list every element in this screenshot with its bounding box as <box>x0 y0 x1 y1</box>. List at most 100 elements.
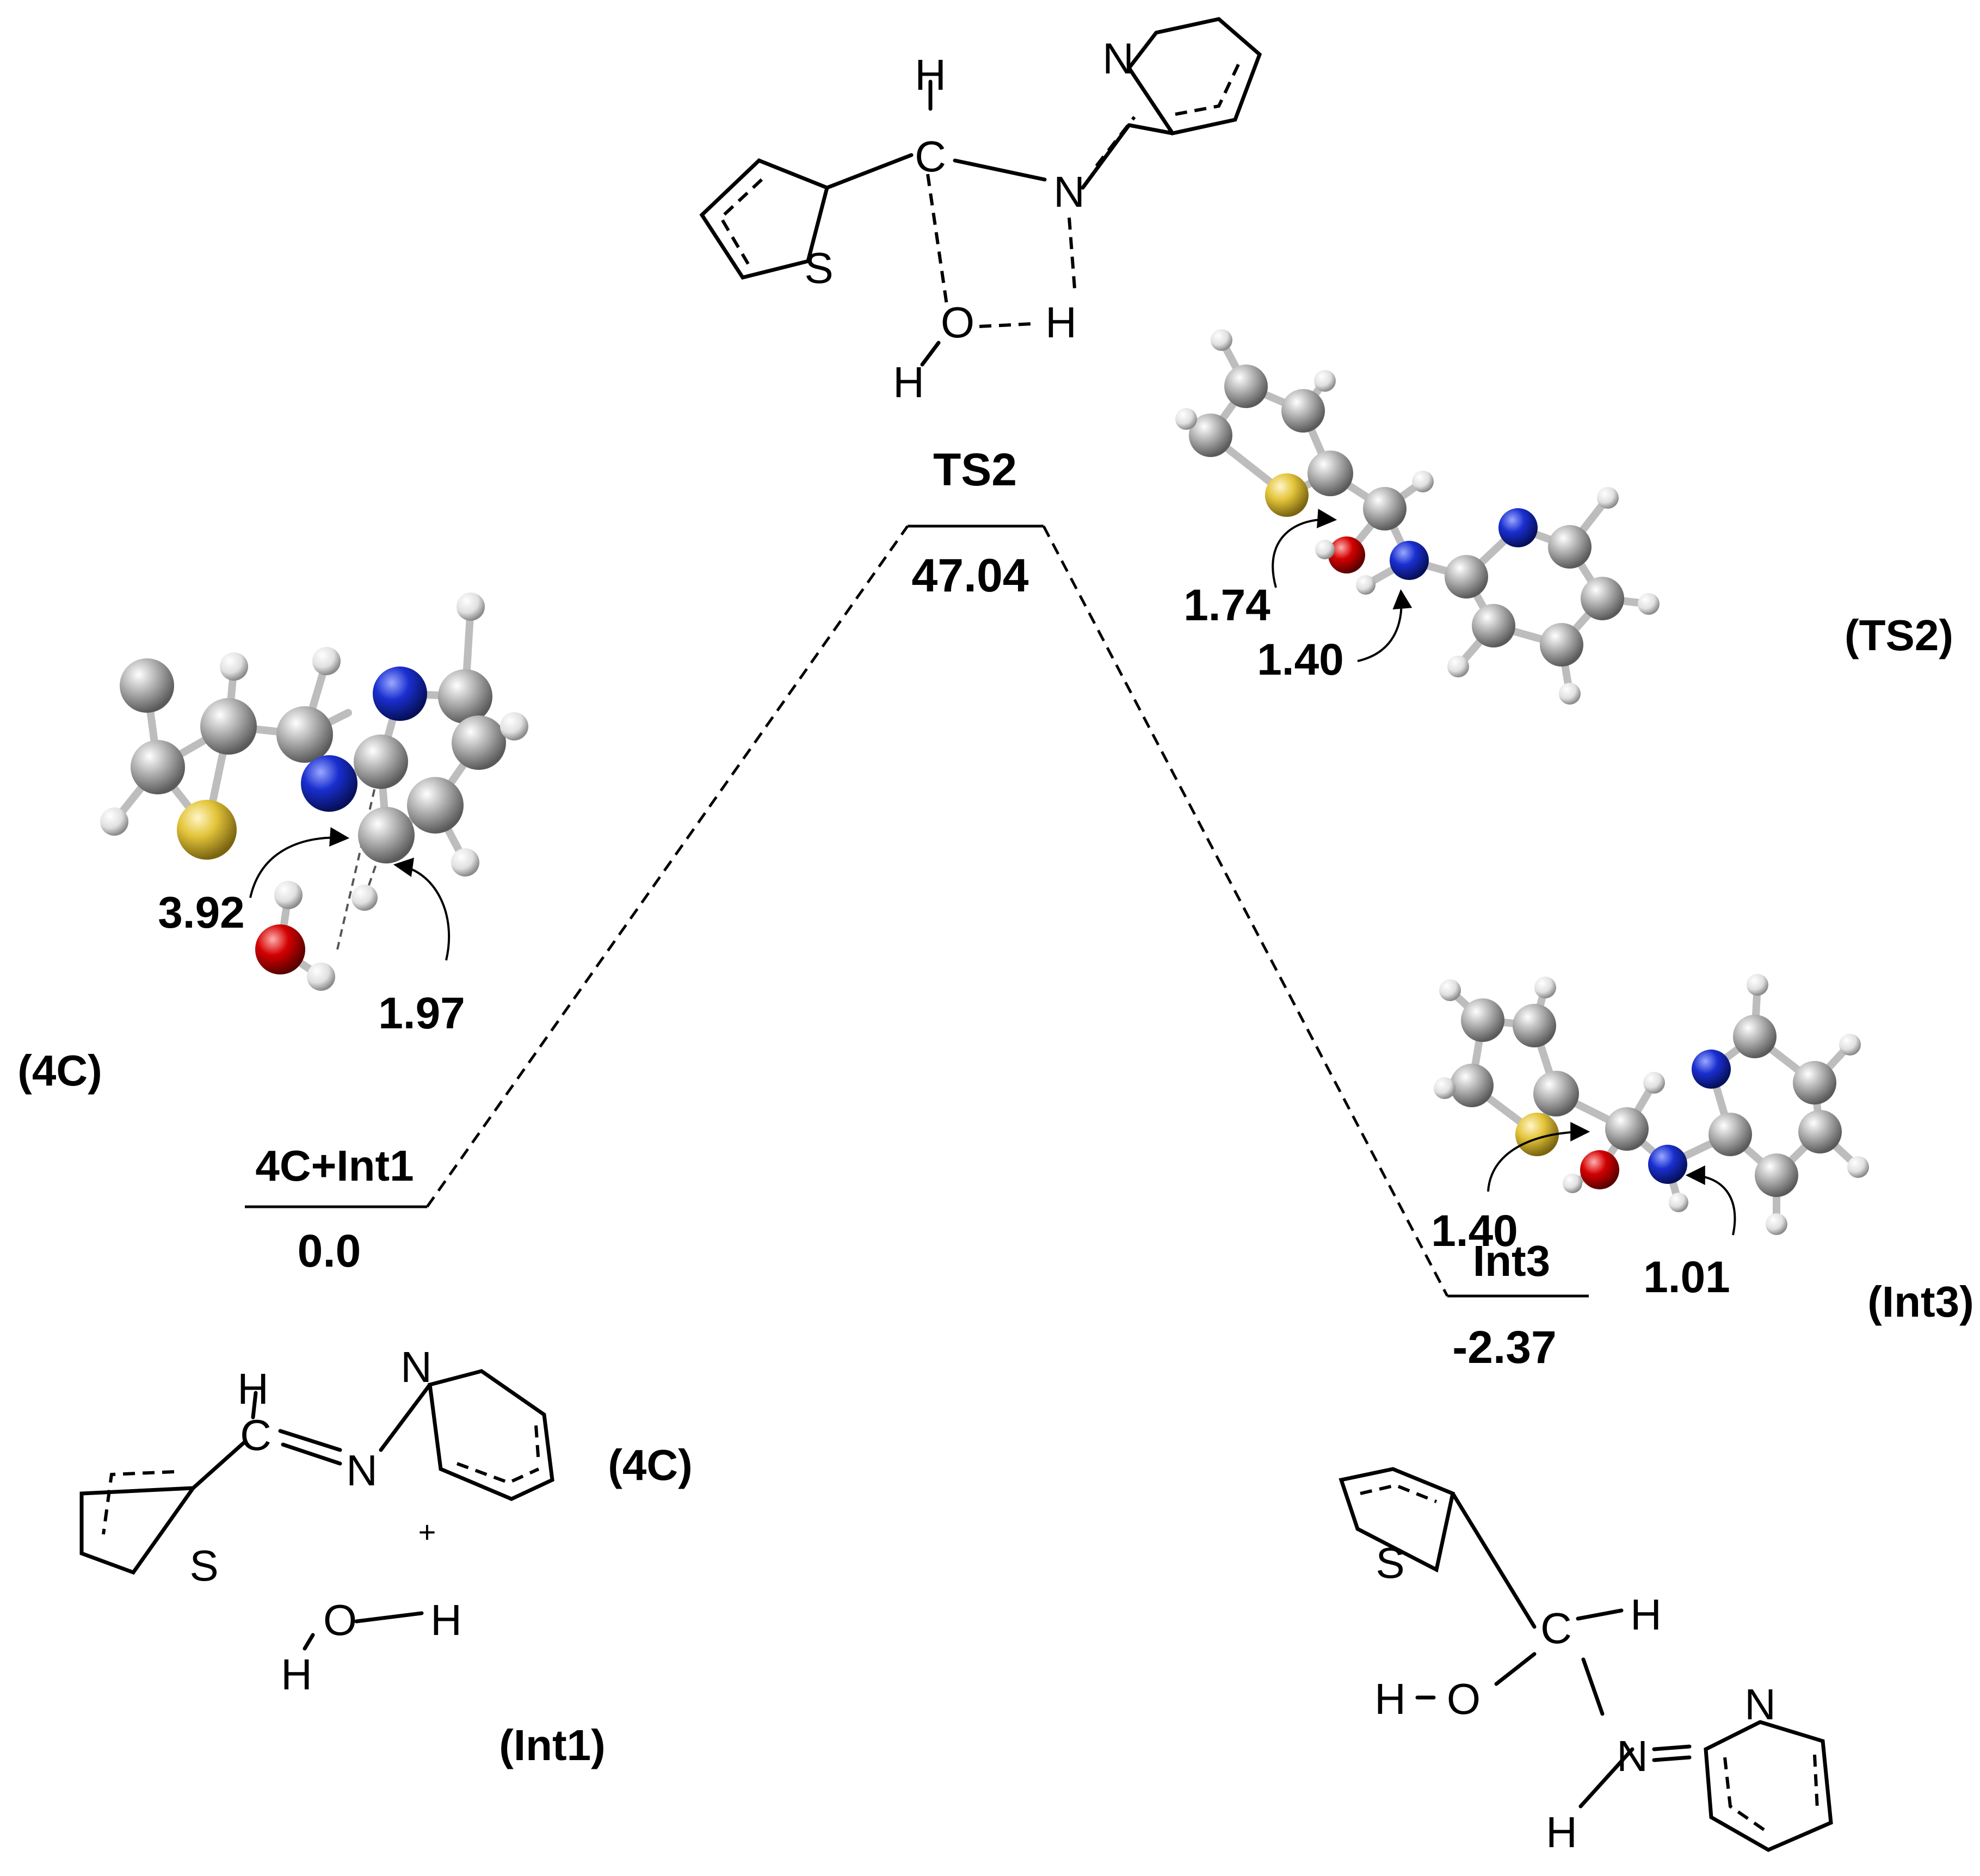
carbon-atom <box>1307 451 1353 496</box>
model-4c: 3.92 1.97 (4C) <box>17 593 528 1095</box>
hydrogen-atom <box>457 593 485 621</box>
carbon-atom <box>354 735 408 789</box>
structure-label: (Int1) <box>499 1721 606 1769</box>
carbon-atom <box>276 706 333 763</box>
atom-label: C <box>240 1411 272 1459</box>
atom-label: H <box>893 358 924 406</box>
hydrogen-atom <box>1175 408 1197 430</box>
structure-label: (4C) <box>608 1441 693 1489</box>
carbon-atom <box>120 658 174 713</box>
carbon-atom <box>1793 1061 1836 1104</box>
nitrogen-atom <box>1692 1050 1731 1089</box>
carbon-atom <box>1472 604 1515 647</box>
hydrogen-atom <box>1839 1034 1861 1056</box>
carbon-atom <box>1363 487 1407 530</box>
hydrogen-atom <box>500 712 528 740</box>
hydrogen-atom <box>312 647 341 675</box>
sulfur-atom <box>1265 473 1309 517</box>
carbon-atom <box>1581 577 1624 620</box>
hydrogen-atom <box>1447 656 1469 677</box>
carbon-atom <box>1708 1113 1752 1156</box>
connector-ts2-int3 <box>1042 525 1449 1297</box>
carbon-atom <box>1513 1004 1556 1047</box>
level-label-reactant: 4C+Int1 <box>255 1141 414 1190</box>
structure-label: (Int3) <box>1867 1278 1974 1326</box>
hydrogen-atom <box>220 652 248 681</box>
hydrogen-atom <box>1314 370 1336 392</box>
hydrogen-atom <box>1563 1174 1582 1193</box>
carbon-atom <box>407 777 464 834</box>
carbon-atom <box>1450 1064 1494 1107</box>
atom-label: S <box>189 1541 218 1590</box>
level-label-ts2: TS2 <box>933 444 1017 495</box>
carbon-atom <box>1533 1071 1579 1116</box>
carbon-atom <box>1733 1015 1777 1058</box>
atom-label: N <box>1102 34 1134 83</box>
carbon-atom <box>438 669 492 724</box>
hydrogen-atom <box>1559 683 1581 705</box>
hydrogen-atom <box>1434 1077 1455 1099</box>
hydrogen-atom <box>1439 979 1461 1001</box>
carbon-atom <box>1189 414 1232 457</box>
atom-label: N <box>346 1446 378 1495</box>
atom-label: + <box>418 1515 436 1549</box>
atom-label: C <box>1540 1604 1572 1652</box>
hydrogen-atom <box>307 962 335 991</box>
atom-label: H <box>1630 1590 1662 1639</box>
carbon-atom <box>358 807 415 863</box>
hydrogen-atom <box>274 881 303 909</box>
hydrogen-atom <box>1747 974 1768 996</box>
hydrogen-atom <box>451 848 479 877</box>
oxygen-atom <box>1328 536 1365 573</box>
hydrogen-atom <box>1356 575 1375 595</box>
hydrogen-atom <box>1597 487 1619 509</box>
atom-label: H <box>281 1650 312 1699</box>
carbon-atom <box>1548 525 1592 569</box>
nitrogen-atom <box>1498 508 1538 547</box>
structure-label: (4C) <box>17 1046 102 1095</box>
carbon-atom <box>1281 389 1325 433</box>
distance-label: 1.40 <box>1431 1206 1518 1256</box>
atom-label: H <box>915 51 946 99</box>
distance-label: 1.40 <box>1257 635 1344 684</box>
carbon-atom <box>1445 555 1488 598</box>
scheme-int3: S C H H O N H N <box>1338 1467 1833 1856</box>
hydrogen-atom <box>1534 977 1556 998</box>
distance-label: 3.92 <box>158 888 245 937</box>
hydrogen-atom <box>1669 1193 1688 1212</box>
atom-label: N <box>1744 1680 1776 1729</box>
hydrogen-atom <box>1643 1072 1665 1094</box>
energy-value-int3: -2.37 <box>1452 1322 1556 1373</box>
carbon-atom <box>1605 1107 1649 1151</box>
atom-label: O <box>323 1596 357 1644</box>
nitrogen-atom <box>301 755 357 812</box>
hydrogen-atom <box>1766 1213 1787 1235</box>
carbon-atom <box>1461 998 1504 1042</box>
model-int3: 1.40 1.01 (Int3) <box>1431 974 1974 1326</box>
oxygen-atom <box>1580 1150 1619 1189</box>
atom-label: H <box>1045 298 1077 347</box>
oxygen-atom <box>255 924 305 974</box>
sulfur-atom <box>1515 1113 1559 1156</box>
atom-label: O <box>1447 1675 1481 1723</box>
atom-label: O <box>941 298 974 347</box>
hydrogen-atom <box>1211 329 1232 351</box>
sulfur-atom <box>177 800 237 860</box>
carbon-atom <box>1755 1153 1798 1197</box>
distance-label: 1.74 <box>1183 581 1270 630</box>
carbon-atom <box>1540 623 1583 667</box>
atom-label: H <box>237 1365 269 1413</box>
model-4c-atoms <box>100 593 528 991</box>
nitrogen-atom <box>1648 1145 1687 1184</box>
atom-label: C <box>915 132 946 181</box>
nitrogen-atom <box>373 667 427 721</box>
carbon-atom <box>452 715 506 770</box>
distance-label: 1.97 <box>378 989 465 1038</box>
hydrogen-atom <box>1847 1156 1869 1178</box>
atom-label: S <box>804 244 833 292</box>
structure-label: (TS2) <box>1845 611 1953 659</box>
atom-label: H <box>1546 1808 1577 1856</box>
carbon-atom <box>131 740 185 794</box>
distance-label: 1.01 <box>1643 1252 1730 1302</box>
energy-value-ts2: 47.04 <box>911 550 1028 602</box>
